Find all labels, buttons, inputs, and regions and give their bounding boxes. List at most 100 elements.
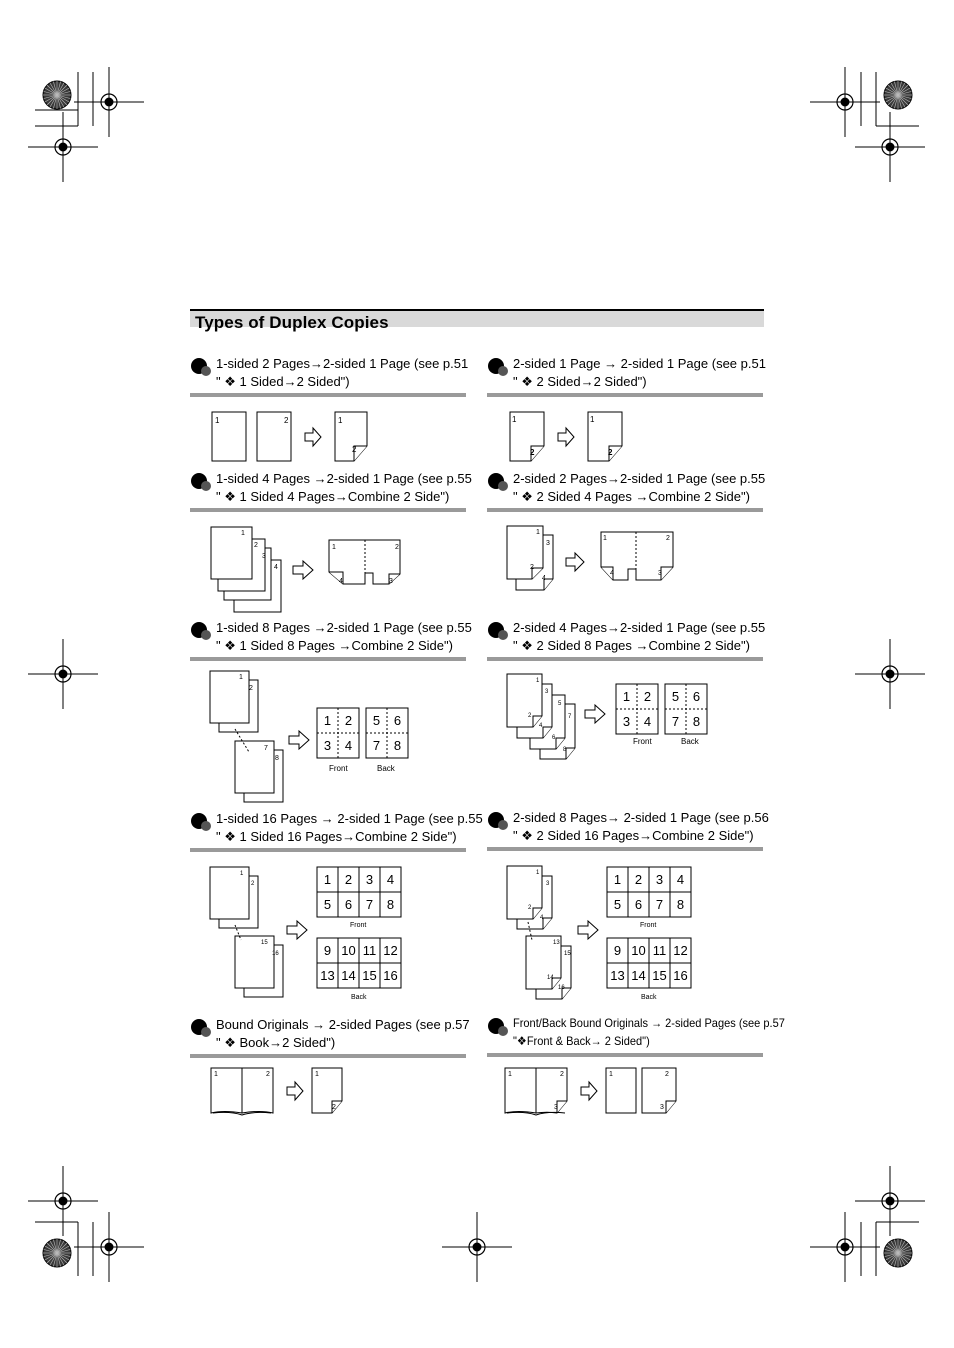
page-number: 2 <box>352 445 357 454</box>
grid-cell-number: 2 <box>644 689 651 704</box>
section-rule <box>487 393 763 397</box>
grid-cell-number: 5 <box>614 897 621 912</box>
page-number: 3 <box>546 881 550 887</box>
grid-cell-number: 16 <box>673 968 687 983</box>
double-circle-bullet-icon <box>488 812 508 830</box>
section-reference: " ❖ 1 Sided→2 Sided") <box>216 374 350 389</box>
grid-cell-number: 5 <box>672 689 679 704</box>
page-number: 7 <box>568 714 572 720</box>
page-number: 15 <box>261 940 268 946</box>
grid-cell-number: 1 <box>324 713 331 728</box>
page-number: 2 <box>266 1071 270 1078</box>
registration-crosshair-icon <box>442 1212 512 1282</box>
page-sheet <box>256 411 292 462</box>
grid-cell-number: 8 <box>394 738 401 753</box>
page-number: 8 <box>275 755 279 762</box>
page-number: 7 <box>264 745 268 752</box>
grid-cell-number: 2 <box>345 713 352 728</box>
grid-cell-number: 12 <box>383 943 397 958</box>
page-number: 1 <box>240 871 244 877</box>
outline-right-arrow-icon <box>577 919 599 941</box>
registration-crosshair-icon <box>28 112 98 182</box>
grid-cell-number: 2 <box>635 872 642 887</box>
page-number: 3 <box>546 540 550 547</box>
front-label: Front <box>640 922 656 929</box>
page-number: 1 <box>338 416 343 425</box>
section-reference: " ❖ 1 Sided 8 Pages →Combine 2 Side") <box>216 638 453 653</box>
back-label: Back <box>641 994 657 1001</box>
double-circle-bullet-icon <box>488 622 508 640</box>
page-number: 5 <box>558 701 562 707</box>
radial-color-wheel-icon <box>883 80 913 110</box>
grid-cell-number: 12 <box>673 943 687 958</box>
diagram-2sided-2pages: 1 3 2 4 1 2 4 3 <box>506 525 674 591</box>
grid-cell-number: 13 <box>610 968 624 983</box>
back-label: Back <box>681 737 700 746</box>
grid-cell-number: 7 <box>672 714 679 729</box>
back-label: Back <box>377 764 396 773</box>
page-number: 2 <box>251 881 255 887</box>
outline-right-arrow-icon <box>286 1080 304 1102</box>
page-title: Types of Duplex Copies <box>195 313 389 332</box>
grid-cell-number: 6 <box>394 713 401 728</box>
section-reference: " ❖ Book→2 Sided") <box>216 1035 336 1050</box>
page-number: 2 <box>284 416 289 425</box>
section-rule <box>190 508 466 512</box>
outline-right-arrow-icon <box>580 1080 598 1102</box>
page-number: 6 <box>552 735 556 741</box>
double-circle-bullet-icon <box>488 358 508 376</box>
grid-cell-number: 7 <box>656 897 663 912</box>
section-reference: " ❖ 1 Sided 4 Pages→Combine 2 Side") <box>216 489 450 504</box>
front-label: Front <box>633 737 652 746</box>
grid-cell-number: 2 <box>345 872 352 887</box>
page-number: 3 <box>262 553 266 560</box>
grid-cell-number: 9 <box>324 943 331 958</box>
page-number: 1 <box>512 415 517 424</box>
grid-cell-number: 13 <box>320 968 334 983</box>
section-rule <box>190 1054 466 1058</box>
page-number: 2 <box>254 542 258 549</box>
section-rule <box>487 847 763 851</box>
page-number: 2 <box>249 685 253 692</box>
grid-cell-number: 4 <box>677 872 684 887</box>
double-circle-bullet-icon <box>191 358 211 376</box>
page-number: 3 <box>660 1104 664 1111</box>
page-number: 3 <box>554 1104 558 1111</box>
registration-crosshair-icon <box>810 1212 880 1282</box>
grid-cell-number: 9 <box>614 943 621 958</box>
grid-cell-number: 11 <box>363 943 377 958</box>
page-number: 1 <box>603 535 607 542</box>
grid-cell-number: 16 <box>383 968 397 983</box>
page-number: 1 <box>241 530 245 537</box>
double-circle-bullet-icon <box>191 473 211 491</box>
grid-cell-number: 15 <box>362 968 376 983</box>
page-number: 4 <box>339 578 343 585</box>
section-title: 2-sided 4 Pages→2-sided 1 Page (see p.55 <box>513 620 766 635</box>
section-reference: " ❖ 1 Sided 16 Pages→Combine 2 Side") <box>216 829 457 844</box>
page-number: 1 <box>215 416 220 425</box>
grid-cell-number: 3 <box>656 872 663 887</box>
page-number: 4 <box>540 915 544 921</box>
page-number: 2 <box>395 544 399 551</box>
page-number: 1 <box>239 674 243 681</box>
grid-cell-number: 7 <box>366 897 373 912</box>
double-circle-bullet-icon <box>488 1018 508 1036</box>
diagram-2sided-1page: 1 2 1 2 <box>509 411 623 462</box>
section-rule <box>487 508 763 512</box>
grid-cell-number: 1 <box>614 872 621 887</box>
grid-cell-number: 1 <box>324 872 331 887</box>
outline-right-arrow-icon <box>288 729 310 751</box>
section-reference: "❖Front & Back→ 2 Sided") <box>513 1034 650 1048</box>
double-circle-bullet-icon <box>191 813 211 831</box>
grid-cell-number: 15 <box>652 968 666 983</box>
diagram-front-back-bound-originals: 1 2 3 1 2 3 <box>504 1067 677 1116</box>
grid-cell-number: 6 <box>693 689 700 704</box>
grid-cell-number: 4 <box>387 872 394 887</box>
section-reference: " ❖ 2 Sided 8 Pages →Combine 2 Side") <box>513 638 750 653</box>
outline-right-arrow-icon <box>304 426 322 448</box>
grid-cell-number: 6 <box>345 897 352 912</box>
